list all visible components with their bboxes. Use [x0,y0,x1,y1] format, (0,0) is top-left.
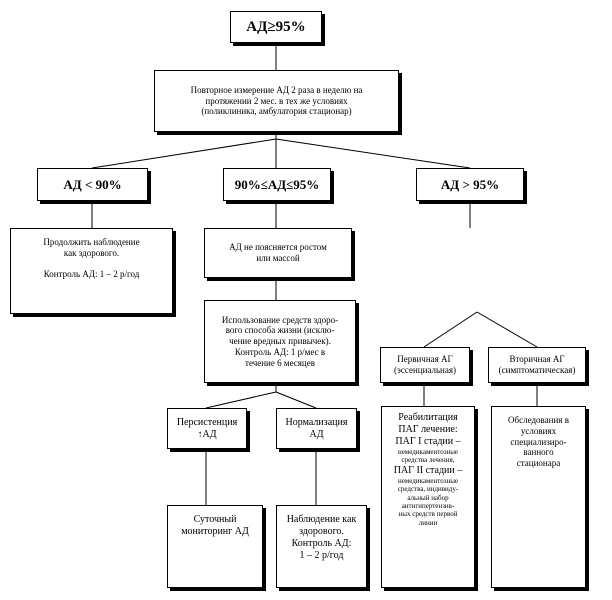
node-text-line: Обследования в [508,415,569,425]
node-text-line: ПАГ II стадии – [393,464,463,476]
node-text-line: или массой [256,253,300,263]
node-text-line: АД не поясняется ростом [229,242,327,253]
connector-to-normal [275,391,317,409]
node-text-line: ↑АД [197,428,217,440]
node-text-line: чение вредных привычек). [229,336,331,347]
node-primary-hypertension: Первичная АГ(эссенциальная) [380,347,470,383]
node-text-line: немедикаментозные [397,448,459,456]
node-text-line: 1 – 2 р/год [299,550,344,561]
node-text-line: немедикаментозные [397,476,459,485]
node-text-line: Реабилитация [398,412,458,423]
connector-to-secondary [476,311,538,348]
node-text-line: АД [309,428,324,440]
node-text-line: ПАГ I стадии – [395,436,461,447]
node-bp-above-95: АД≥95% [230,11,322,43]
node-text-line: здорового. [299,526,344,537]
node-secondary-hypertension: Вторичная АГ(симптоматическая) [488,347,586,383]
node-text-line: Контроль АД: 1 – 2 р/год [43,268,140,279]
node-text-line: стационара [516,458,561,469]
node-text-line: АД > 95% [440,176,500,192]
node-text-line: АД < 90% [63,176,122,192]
node-text-line: ных средств первой [398,510,458,519]
connector-to-low [91,138,277,169]
node-text-line: (эссенциальная) [393,365,457,375]
node-text-line: Нормализация [285,416,348,428]
node-text-line: альный набор [407,493,449,502]
node-text-line: Вторичная АГ [509,354,565,365]
node-bp-below-90: АД < 90% [37,168,148,201]
node-text-line: условиях [520,425,557,436]
node-text-line: ПАГ лечение: [398,424,458,435]
node-text-line: (поликлиника, амбулатория стационар) [201,106,352,117]
node-text-line: Продолжить наблюдение [43,237,140,247]
node-text-line: протяжении 2 мес. в тех же условиях [205,95,348,106]
node-text-line: Наблюдение как [286,514,357,525]
connector-to-persist [205,391,277,409]
node-bp-above-95-high: АД > 95% [416,168,524,201]
node-text-line: Контроль АД: [291,538,352,549]
node-text-line: вого способа жизни (исклю- [225,325,335,336]
node-healthy-lifestyle: Использование средств здоро-вого способа… [204,300,356,383]
node-repeat-measurement: Повторное измерение АД 2 раза в неделю н… [154,70,399,132]
node-text-line: Первичная АГ [397,354,453,365]
node-text-line: АД≥95% [246,19,306,35]
node-text-line: Суточный [193,514,237,525]
node-text-line: Повторное измерение АД 2 раза в неделю н… [190,84,363,95]
node-text-line: специализиро- [510,436,567,447]
node-text-line: линии [418,518,438,527]
node-text-line: Персистенция [176,416,238,428]
node-text-line: течение 6 месяцев [245,357,315,368]
node-text-line: антигипертензив- [401,501,455,510]
connector-to-high [275,138,471,169]
connector-to-primary [423,311,478,348]
node-text-line: мониторинг АД [181,526,249,537]
node-text-line: как здорового. [63,247,120,258]
node-text-line: средства лечения, [401,456,455,465]
node-text-line: ванного [523,447,554,458]
node-text-line: Использование средств здоро- [221,314,339,325]
node-text-line: Контроль АД: 1 р/мес в [234,346,326,357]
node-bp-90-95: 90%≤АД≤95% [223,168,331,201]
node-text-line: средства, индивиду- [397,485,459,494]
node-persistent-bp: Персистенция↑АД [167,408,247,449]
node-text-line: 90%≤АД≤95% [234,176,320,192]
node-text-line: (симптоматическая) [498,365,576,375]
